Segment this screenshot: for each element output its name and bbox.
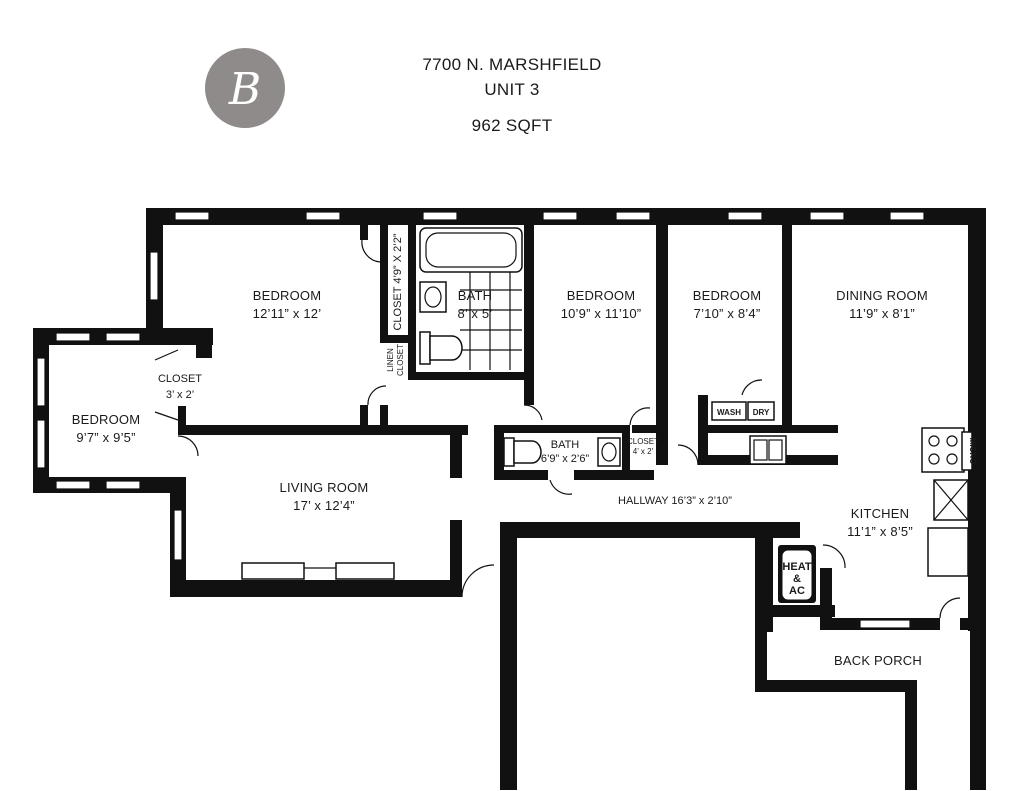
dryer-label: DRY — [753, 408, 770, 417]
microwave-label: MICRO — [968, 438, 977, 465]
bedroom-1-dims: 12’11” x 12’ — [253, 306, 322, 321]
tile-floor — [460, 272, 522, 370]
closet-2-name: CLOSET — [158, 373, 202, 385]
bedroom-3-dims: 7’10” x 8’4” — [694, 306, 761, 321]
closet-1-label: CLOSET 4’9” X 2’2” — [392, 233, 404, 330]
address-title: 7700 N. MARSHFIELD — [422, 55, 601, 74]
linen-closet-line1: LINEN — [386, 348, 395, 372]
heat-ac-line3: AC — [789, 585, 805, 597]
room-labels: BEDROOM 12’11” x 12’ CLOSET 4’9” X 2’2” … — [72, 233, 928, 668]
bath-2-dims: 6’9” x 2’6” — [541, 453, 590, 465]
closet-3-dims: 4’ x 2’ — [633, 447, 654, 456]
bath-1-name: BATH — [458, 288, 493, 303]
bedroom-1-name: BEDROOM — [253, 288, 322, 303]
toilet-icon — [503, 437, 515, 467]
washer-icon — [711, 401, 747, 421]
bedroom-2-dims: 10’9” x 11’10” — [561, 306, 642, 321]
logo: B — [205, 48, 285, 128]
back-porch-name: BACK PORCH — [834, 653, 922, 668]
closet-2-dims: 3’ x 2’ — [166, 389, 194, 401]
bath-2-name: BATH — [551, 439, 580, 451]
linen-closet-line2: CLOSET — [396, 344, 405, 376]
fixtures: WASH DRY MICRO — [419, 227, 977, 603]
microwave-icon — [961, 431, 973, 471]
kitchen-name: KITCHEN — [851, 506, 909, 521]
stove-icon — [921, 427, 965, 473]
heat-ac-line2: & — [793, 573, 801, 585]
sink-icon — [597, 437, 621, 467]
bedroom-2-name: BEDROOM — [567, 288, 636, 303]
kitchen-sink-icon — [749, 435, 787, 465]
dining-room-dims: 11’9” x 8’1” — [849, 306, 915, 321]
bathtub — [419, 227, 523, 273]
windows — [36, 211, 925, 629]
washer-label: WASH — [717, 408, 741, 417]
closet-3-name: CLOSET — [627, 437, 659, 446]
living-room-name: LIVING ROOM — [280, 480, 369, 495]
toilet-icon — [419, 331, 431, 365]
heat-ac-line1: HEAT — [782, 561, 811, 573]
bedroom-4-dims: 9’7” x 9’5” — [76, 430, 135, 445]
dining-room-name: DINING ROOM — [836, 288, 928, 303]
doors — [154, 239, 961, 619]
area-title: 962 SQFT — [472, 116, 553, 135]
logo-circle — [205, 48, 285, 128]
refrigerator-icon — [927, 527, 969, 577]
kitchen-dims: 11’1” x 8’5” — [847, 524, 913, 539]
hallway-label: HALLWAY 16’3” x 2’10” — [618, 495, 732, 507]
logo-letter: B — [228, 64, 261, 115]
dryer-icon — [747, 401, 775, 421]
unit-title: UNIT 3 — [484, 80, 539, 99]
bedroom-3-name: BEDROOM — [693, 288, 762, 303]
bath-1-dims: 8’ x 5’ — [458, 306, 493, 321]
living-room-dims: 17’ x 12’4” — [293, 498, 355, 513]
bedroom-4-name: BEDROOM — [72, 412, 141, 427]
